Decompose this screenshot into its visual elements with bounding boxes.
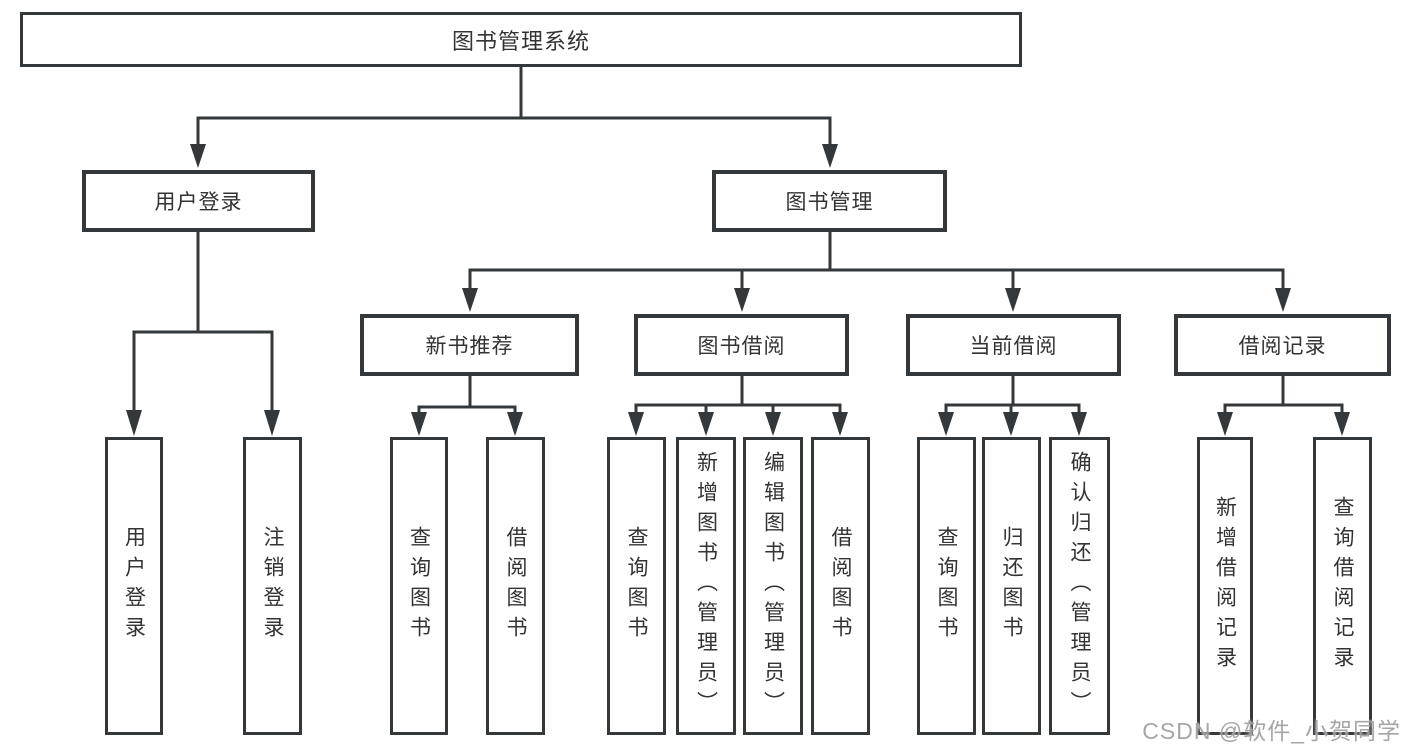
leaf-borrow-books-1: 借阅图书 bbox=[486, 437, 545, 735]
leaf-edit-books-admin: 编辑图书（管理员） bbox=[743, 437, 803, 735]
leaf-return-books: 归还图书 bbox=[982, 437, 1041, 735]
leaf-query-books-1: 查询图书 bbox=[390, 437, 448, 735]
csdn-watermark: CSDN @软件_小贺同学 bbox=[1142, 718, 1401, 744]
leaf-add-borrow-record: 新增借阅记录 bbox=[1197, 437, 1253, 735]
leaf-label: 查询图书 bbox=[935, 526, 958, 646]
node-new-book-recommend: 新书推荐 bbox=[360, 314, 579, 376]
node-user-login: 用户登录 bbox=[82, 170, 315, 232]
leaf-label: 编辑图书（管理员） bbox=[761, 451, 785, 721]
node-current-borrow: 当前借阅 bbox=[906, 314, 1121, 376]
leaf-user-login: 用户登录 bbox=[105, 437, 163, 735]
leaf-label: 借阅图书 bbox=[504, 526, 527, 646]
node-book-management: 图书管理 bbox=[712, 170, 947, 232]
leaf-label: 归还图书 bbox=[1000, 526, 1023, 646]
leaf-query-books-3: 查询图书 bbox=[917, 437, 976, 735]
leaf-borrow-books-2: 借阅图书 bbox=[811, 437, 870, 735]
leaf-label: 借阅图书 bbox=[829, 526, 852, 646]
leaf-add-books-admin: 新增图书（管理员） bbox=[676, 437, 736, 735]
node-book-borrow: 图书借阅 bbox=[634, 314, 849, 376]
leaf-label: 用户登录 bbox=[122, 526, 146, 646]
node-root-system: 图书管理系统 bbox=[20, 12, 1022, 67]
leaf-label: 查询图书 bbox=[625, 526, 648, 646]
leaf-query-books-2: 查询图书 bbox=[607, 437, 666, 735]
leaf-label: 确认归还（管理员） bbox=[1068, 451, 1091, 721]
node-borrow-record: 借阅记录 bbox=[1174, 314, 1391, 376]
leaf-label: 查询借阅记录 bbox=[1331, 496, 1354, 676]
leaf-confirm-return-admin: 确认归还（管理员） bbox=[1049, 437, 1110, 735]
leaf-label: 注销登录 bbox=[261, 526, 284, 646]
leaf-query-borrow-record: 查询借阅记录 bbox=[1313, 437, 1372, 735]
leaf-label: 查询图书 bbox=[407, 526, 431, 646]
leaf-logout: 注销登录 bbox=[243, 437, 302, 735]
leaf-label: 新增图书（管理员） bbox=[694, 451, 718, 721]
leaf-label: 新增借阅记录 bbox=[1213, 496, 1237, 676]
